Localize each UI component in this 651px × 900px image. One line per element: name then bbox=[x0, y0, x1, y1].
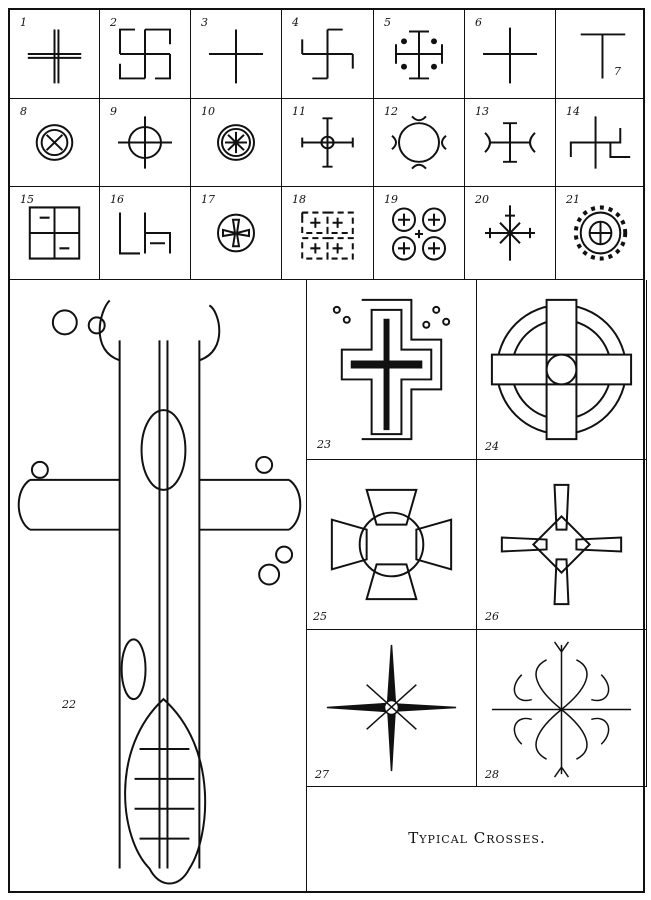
cross-11-number: 11 bbox=[292, 105, 306, 118]
cross-25-cell: 25 bbox=[307, 460, 477, 630]
plate-caption: Typical Crosses. bbox=[408, 829, 546, 847]
cross-6-cell: 6 bbox=[465, 10, 556, 99]
cross-2-number: 2 bbox=[110, 16, 117, 29]
cross-27-cell: 27 bbox=[307, 630, 477, 787]
cross-11-drawing bbox=[301, 117, 354, 168]
cross-5-cell: 5 bbox=[374, 10, 465, 99]
cross-22-number: 22 bbox=[62, 698, 76, 711]
cross-20-number: 20 bbox=[475, 193, 489, 206]
cross-28-cell: 28 bbox=[477, 630, 647, 787]
cross-13-cell: 13 bbox=[465, 99, 556, 187]
cross-15-number: 15 bbox=[20, 193, 34, 206]
cross-16-number: 16 bbox=[110, 193, 124, 206]
cross-18-number: 18 bbox=[292, 193, 306, 206]
cross-14-cell: 14 bbox=[556, 99, 645, 187]
cross-14-drawing bbox=[569, 116, 631, 169]
cross-16-cell: 16 bbox=[100, 187, 191, 280]
cross-10-cell: 10 bbox=[191, 99, 282, 187]
cross-20-drawing bbox=[485, 205, 535, 261]
cross-2-cell: 2 bbox=[100, 10, 191, 99]
cross-21-number: 21 bbox=[566, 193, 580, 206]
cross-6-drawing bbox=[483, 27, 537, 84]
cross-28-number: 28 bbox=[485, 768, 499, 781]
cross-17-number: 17 bbox=[201, 193, 215, 206]
cross-16-drawing bbox=[119, 212, 171, 255]
cross-17-cell: 17 bbox=[191, 187, 282, 280]
cross-7-drawing bbox=[580, 33, 626, 79]
cross-23-number: 23 bbox=[317, 438, 331, 451]
cross-1-drawing bbox=[27, 29, 82, 84]
cross-18-cell: 18 bbox=[282, 187, 374, 280]
cross-10-drawing bbox=[217, 124, 255, 161]
cross-10-number: 10 bbox=[201, 105, 215, 118]
cross-20-cell: 20 bbox=[465, 187, 556, 280]
cross-19-drawing bbox=[392, 207, 446, 261]
carved-cross-drawing bbox=[17, 299, 302, 885]
cross-4-drawing bbox=[301, 28, 354, 80]
cross-21-cell: 21 bbox=[556, 187, 645, 280]
cross-13-number: 13 bbox=[475, 105, 489, 118]
cross-12-cell: 12 bbox=[374, 99, 465, 187]
cross-25-number: 25 bbox=[313, 610, 327, 623]
cross-1-number: 1 bbox=[20, 16, 27, 29]
caption-cell: Typical Crosses. bbox=[307, 787, 647, 893]
cross-9-drawing bbox=[118, 116, 172, 169]
plate: 22 23 24 25 26 bbox=[8, 8, 647, 893]
cross-8-cell: 8 bbox=[10, 99, 100, 187]
cross-9-cell: 9 bbox=[100, 99, 191, 187]
cross-2-drawing bbox=[119, 28, 171, 80]
cross-19-number: 19 bbox=[384, 193, 398, 206]
cross-24-number: 24 bbox=[485, 440, 499, 453]
cross-15-cell: 15 bbox=[10, 187, 100, 280]
cross-13-drawing bbox=[484, 122, 536, 163]
cross-5-drawing bbox=[395, 30, 443, 80]
cross-8-number: 8 bbox=[20, 105, 27, 118]
cross-5-number: 5 bbox=[384, 16, 391, 29]
cross-19-cell: 19 bbox=[374, 187, 465, 280]
cross-11-cell: 11 bbox=[282, 99, 374, 187]
cross-3-number: 3 bbox=[201, 16, 208, 29]
cross-18-drawing bbox=[301, 211, 354, 260]
cross-4-cell: 4 bbox=[282, 10, 374, 99]
cross-3-drawing bbox=[209, 29, 263, 84]
cross-3-cell: 3 bbox=[191, 10, 282, 99]
cross-7-cell: 7 bbox=[556, 10, 645, 99]
cross-17-drawing bbox=[217, 213, 255, 253]
cross-6-number: 6 bbox=[475, 16, 482, 29]
cross-4-number: 4 bbox=[292, 16, 299, 29]
cross-26-number: 26 bbox=[485, 610, 499, 623]
cross-24-cell: 24 bbox=[477, 280, 647, 460]
cross-22-cell: 22 bbox=[10, 280, 307, 893]
cross-9-number: 9 bbox=[110, 105, 117, 118]
cross-12-drawing bbox=[391, 115, 447, 170]
cross-7-number: 7 bbox=[614, 65, 621, 78]
cross-15-drawing bbox=[28, 206, 81, 260]
cross-8-drawing bbox=[35, 124, 74, 161]
cross-12-number: 12 bbox=[384, 105, 398, 118]
cross-26-cell: 26 bbox=[477, 460, 647, 630]
cross-1-cell: 1 bbox=[10, 10, 100, 99]
cross-21-drawing bbox=[573, 205, 628, 261]
cross-14-number: 14 bbox=[566, 105, 580, 118]
cross-27-number: 27 bbox=[315, 768, 329, 781]
cross-23-cell: 23 bbox=[307, 280, 477, 460]
